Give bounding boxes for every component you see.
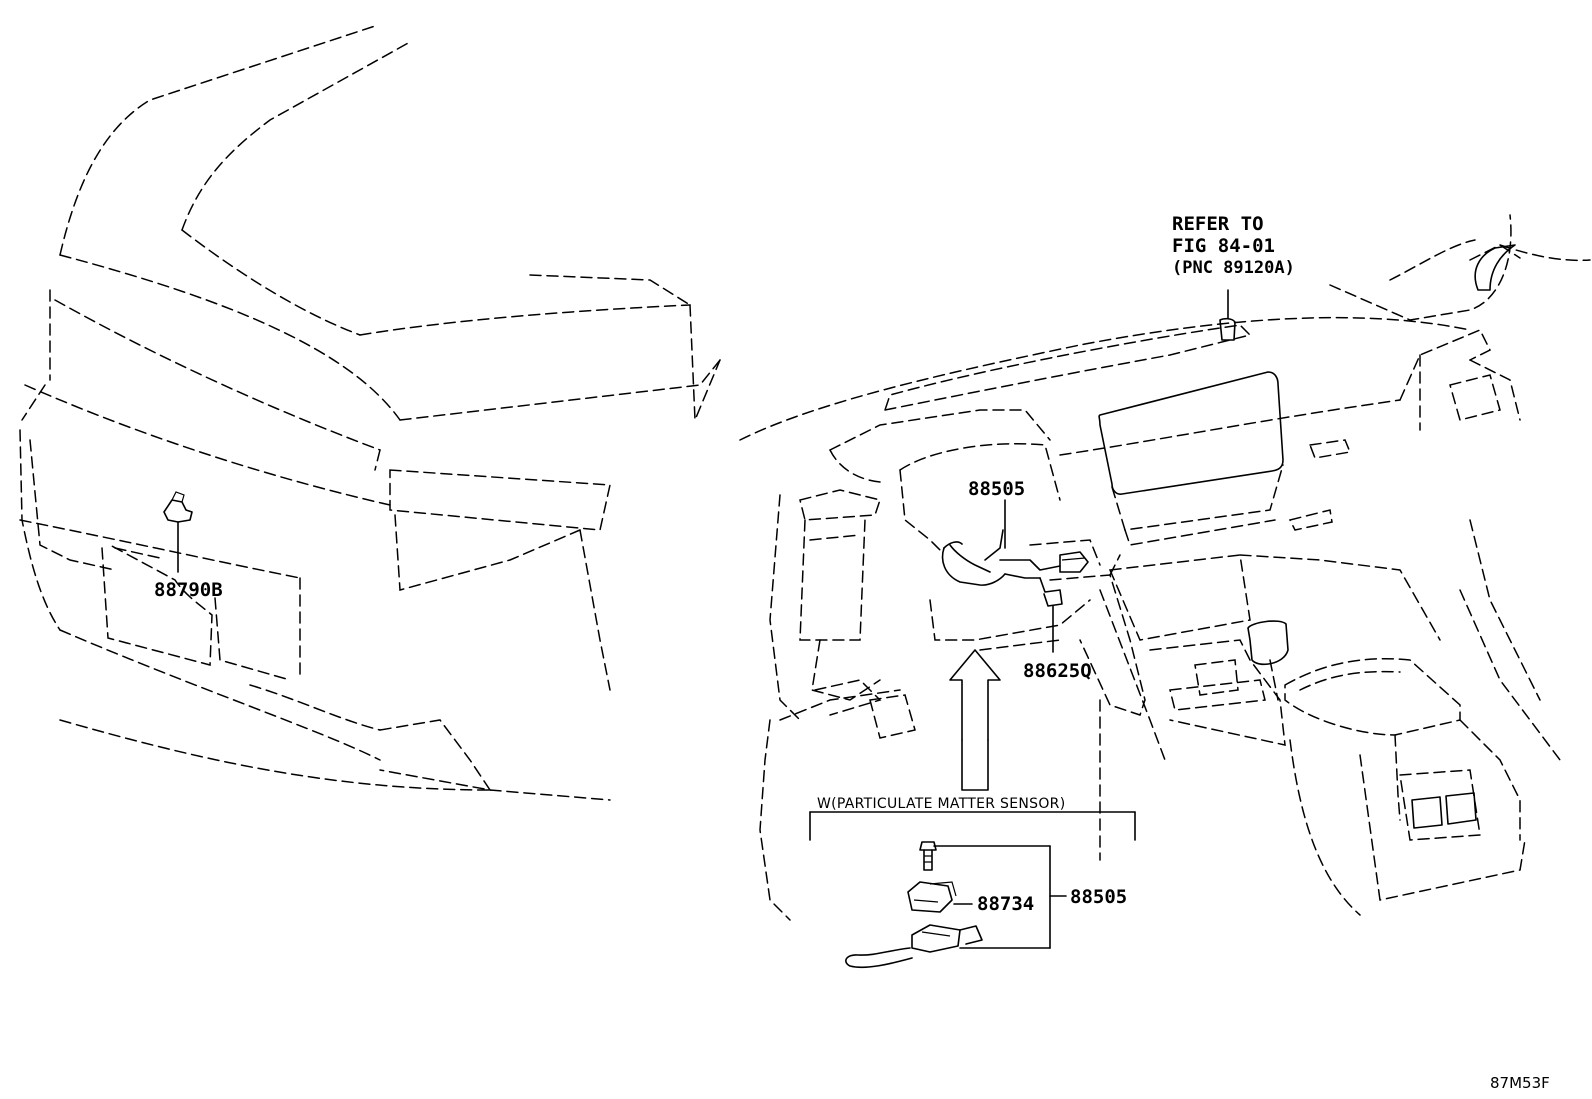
part-number-88790b: 88790B [154,579,223,601]
part-number-88505-harness: 88505 [968,478,1025,500]
part-number-88734: 88734 [977,893,1034,915]
vehicle-front-exterior [19,24,721,801]
inset-title: W(PARTICULATE MATTER SENSOR) [817,796,1065,812]
refer-to-line-3: (PNC 89120A) [1172,258,1295,278]
figure-code: 87M53F [1490,1074,1550,1092]
inset-particulate-sensor [809,811,1136,969]
vehicle-interior-dashboard [739,214,1591,921]
refer-to-line-1: REFER TO [1172,213,1264,235]
refer-to-line-2: FIG 84-01 [1172,235,1275,257]
part-number-88505-assembly: 88505 [1070,886,1127,908]
part-number-88625q: 88625Q [1023,660,1092,682]
